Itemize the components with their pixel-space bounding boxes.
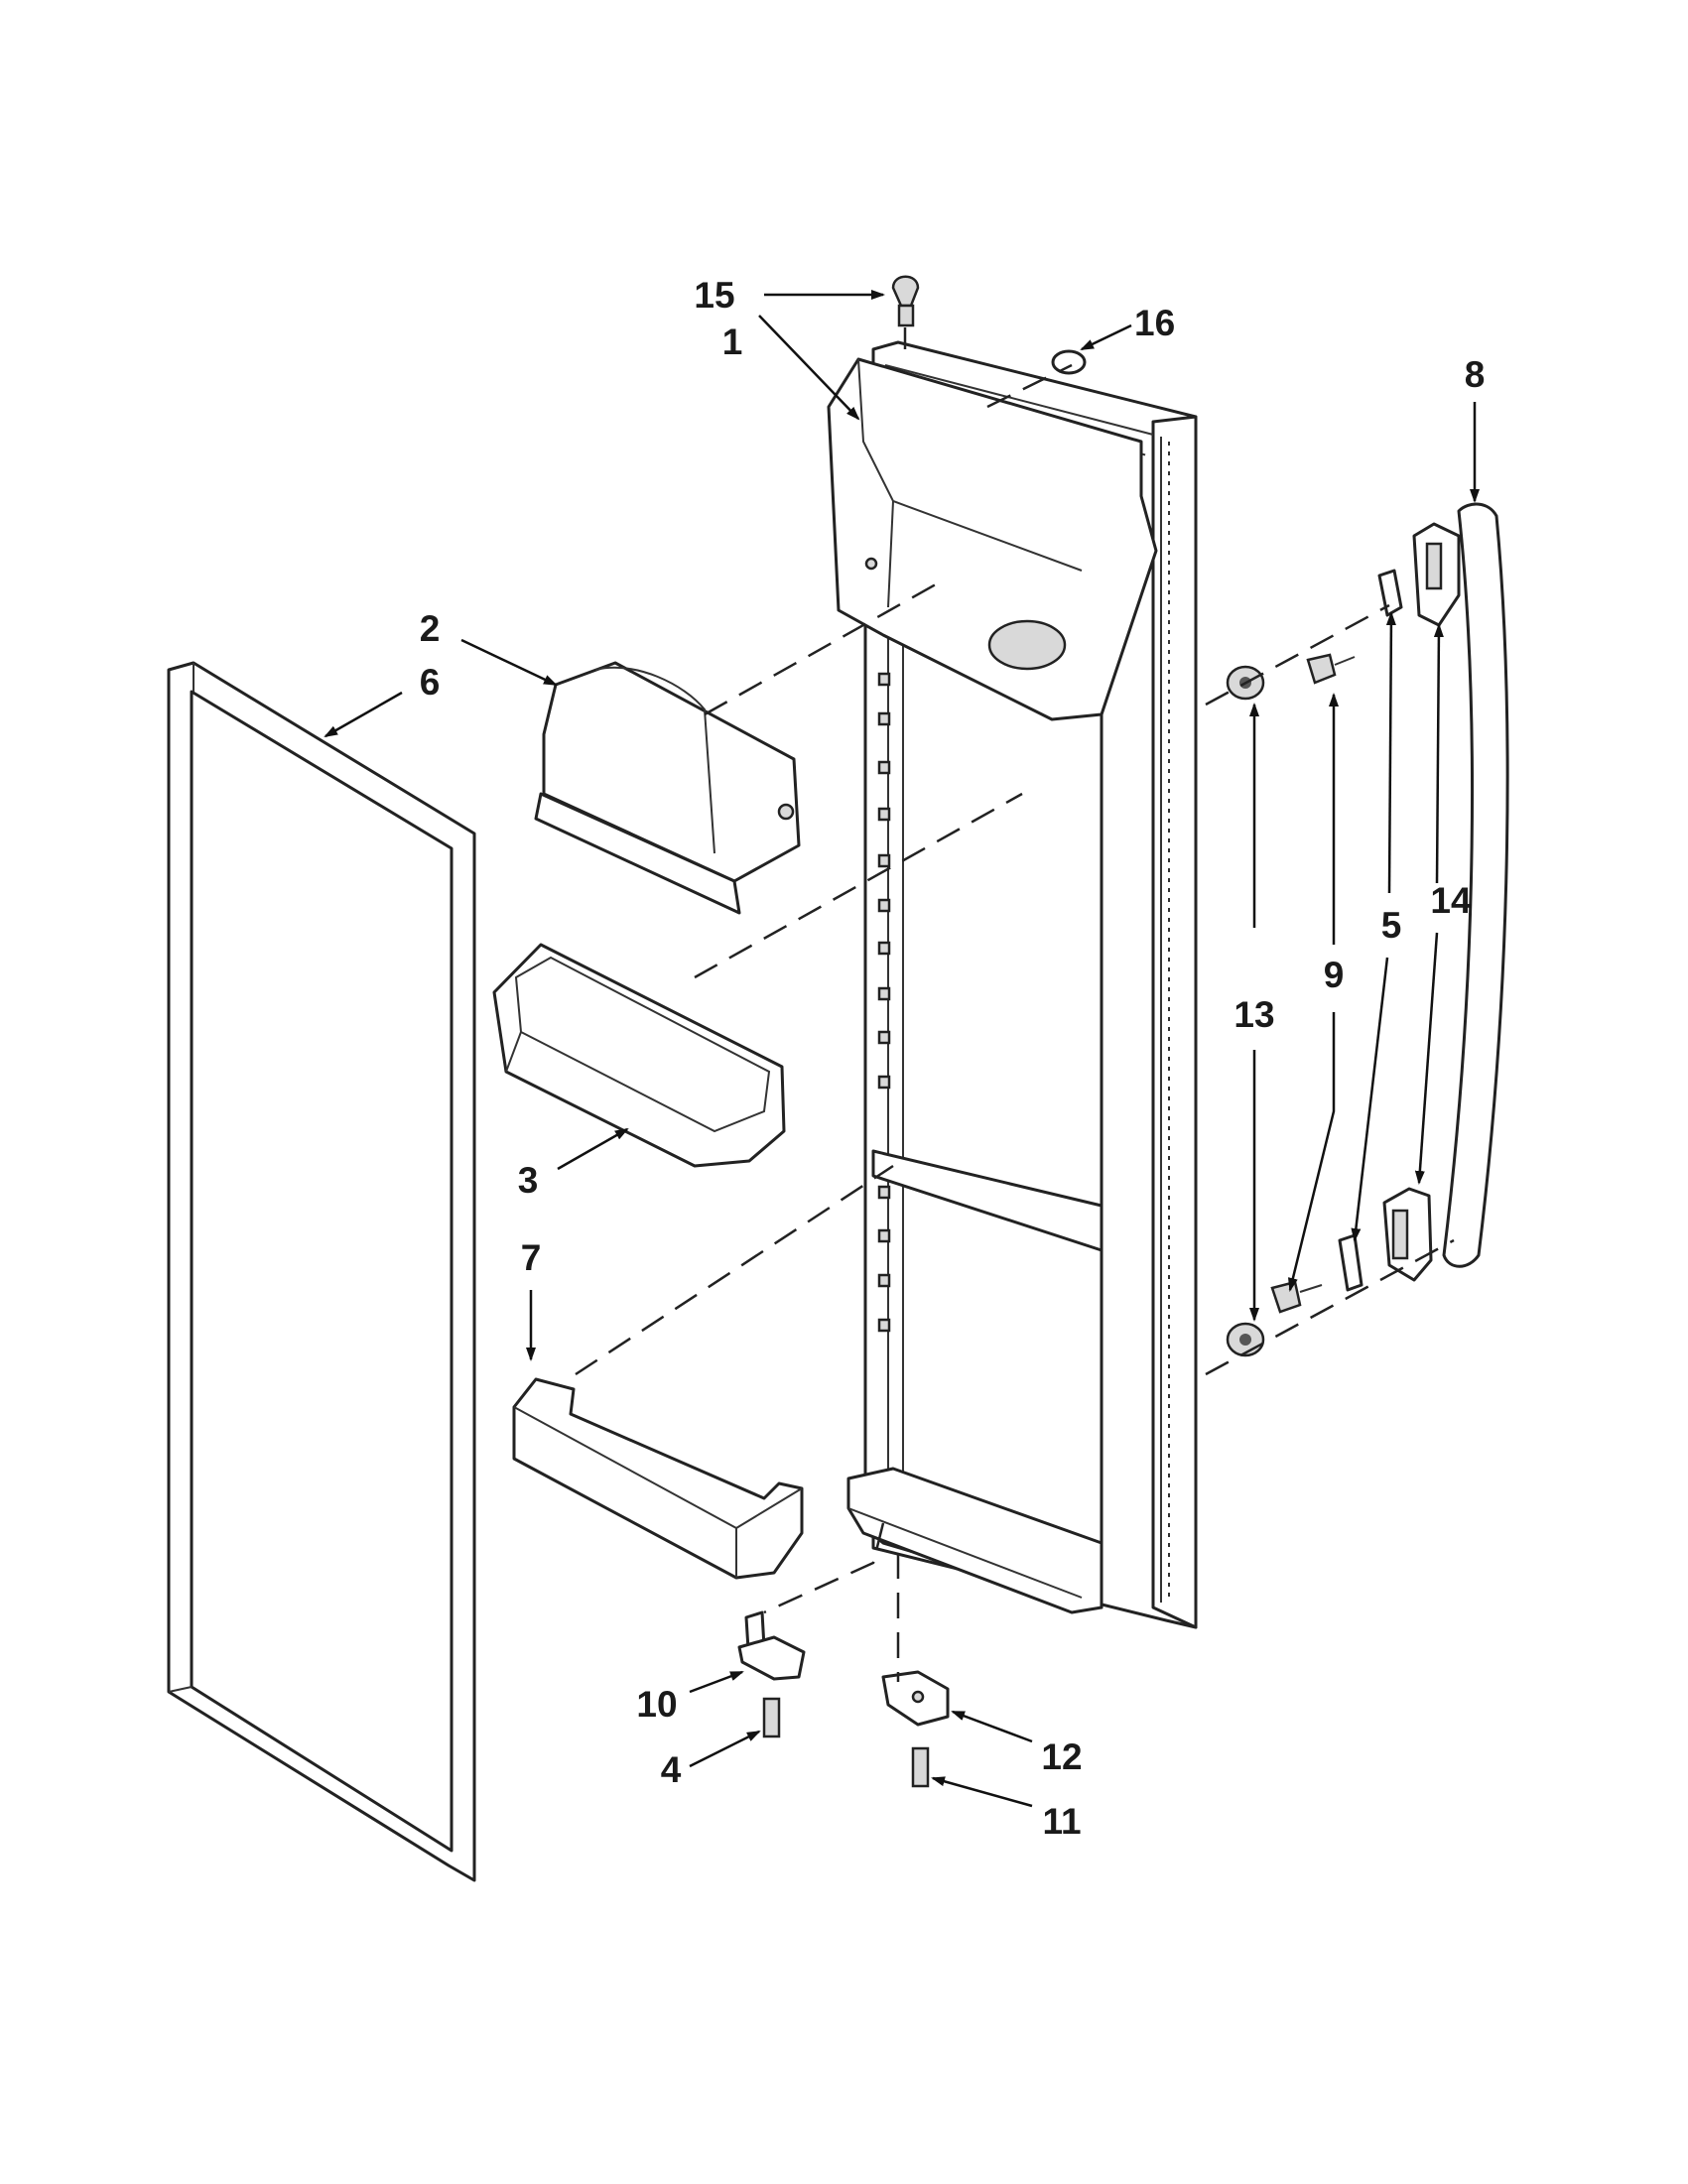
- callout-9: 9: [1324, 955, 1345, 995]
- bottom-hinge-bracket: [881, 1670, 950, 1727]
- bottom-hinge-pin: [737, 1610, 806, 1681]
- callout-16: 16: [1134, 303, 1175, 343]
- handle-mount-upper: [1412, 522, 1461, 627]
- callout-8: 8: [1465, 354, 1486, 395]
- callout-13: 13: [1234, 994, 1274, 1035]
- callout-arrows: [324, 290, 1480, 1808]
- callout-15: 15: [694, 275, 734, 316]
- door-gasket: [167, 661, 476, 1882]
- callout-3: 3: [518, 1160, 539, 1201]
- handle-clip-upper: [1377, 569, 1403, 617]
- callout-1: 1: [722, 321, 743, 362]
- hole-plug-lower: [1226, 1322, 1265, 1357]
- screw-lower-9: [1270, 1280, 1323, 1314]
- assembly-lines: [575, 327, 1455, 1682]
- door-liner: [827, 340, 1198, 1629]
- callout-4: 4: [661, 1749, 682, 1790]
- callout-labels: 15 16 1 2 6 3 7 8 9 5 14 13 10 4 12 11: [420, 275, 1486, 1842]
- callout-12: 12: [1041, 1736, 1082, 1777]
- door-handle: [1442, 502, 1509, 1268]
- screw-upper-9: [1306, 653, 1356, 685]
- seal-ring: [1051, 349, 1087, 375]
- callout-14: 14: [1430, 880, 1472, 921]
- hinge-bushing: [891, 275, 920, 327]
- callout-5: 5: [1381, 905, 1402, 946]
- callout-2: 2: [420, 608, 441, 649]
- screw-4: [762, 1697, 781, 1738]
- dispenser-cover: [534, 661, 801, 915]
- callout-11: 11: [1042, 1801, 1081, 1842]
- screw-11: [911, 1746, 930, 1788]
- handle-clip-lower: [1338, 1233, 1363, 1292]
- callout-10: 10: [636, 1684, 677, 1725]
- callout-7: 7: [521, 1237, 542, 1278]
- callout-6: 6: [420, 662, 441, 703]
- door-bin: [492, 943, 786, 1168]
- door-rack: [512, 1377, 804, 1580]
- handle-mount-lower: [1382, 1187, 1433, 1282]
